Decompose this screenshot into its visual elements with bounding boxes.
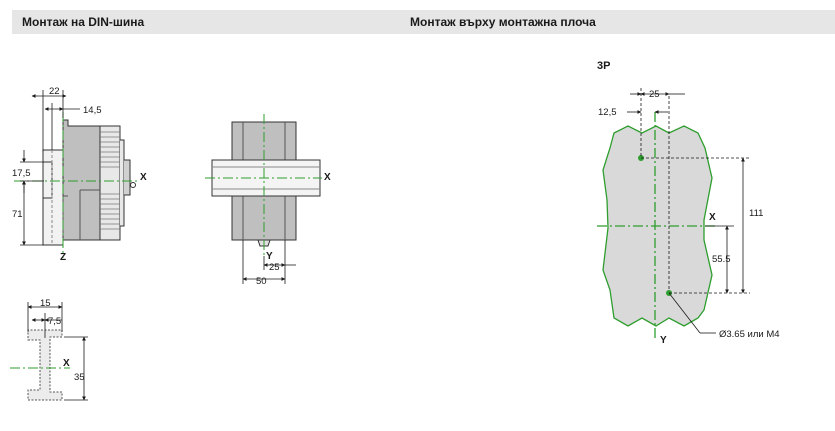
header-right: Монтаж върху монтажна плоча — [398, 10, 835, 34]
plate-dimensions — [627, 88, 750, 334]
side-view-dimensions — [20, 90, 80, 246]
plate-axis-x-label: X — [709, 212, 716, 223]
side-axis-z-label: Z — [60, 252, 66, 263]
front-view-breaker — [211, 121, 321, 247]
front-dim-25: 25 — [269, 262, 280, 273]
rail-axis-x-label: X — [63, 358, 70, 369]
side-view-breaker — [42, 119, 136, 246]
plate-dim-12-5: 12,5 — [598, 107, 617, 118]
rail-dim-15: 15 — [40, 298, 51, 309]
rail-dimensions — [27, 302, 88, 401]
side-axis-x-label: X — [140, 172, 147, 183]
header-left: Монтаж на DIN-шина — [12, 10, 398, 34]
rail-dim-7-5: 7,5 — [48, 316, 61, 327]
plate-dim-111: 111 — [749, 208, 763, 219]
front-axis-y-label: Y — [266, 251, 273, 262]
side-dim-22: 22 — [49, 86, 60, 97]
plate-dim-25: 25 — [649, 89, 660, 100]
plate-dim-55-5: 55.5 — [712, 254, 731, 265]
rail-dim-35: 35 — [74, 372, 85, 383]
header-right-title: Монтаж върху монтажна плоча — [410, 15, 596, 29]
plate-axis-y-label: Y — [660, 335, 667, 346]
header-left-title: Монтаж на DIN-шина — [22, 15, 145, 29]
side-dim-17-5: 17,5 — [12, 168, 31, 179]
plate-pole-label: 3P — [597, 60, 610, 72]
side-dim-71: 71 — [12, 209, 23, 220]
side-dim-14-5: 14,5 — [83, 105, 102, 116]
front-dim-50: 50 — [256, 276, 267, 287]
plate-hole-label: Ø3.65 или M4 — [719, 329, 780, 340]
rail-profile — [27, 329, 63, 401]
front-axis-x-label: X — [324, 172, 331, 183]
front-view-dimensions — [242, 240, 296, 284]
